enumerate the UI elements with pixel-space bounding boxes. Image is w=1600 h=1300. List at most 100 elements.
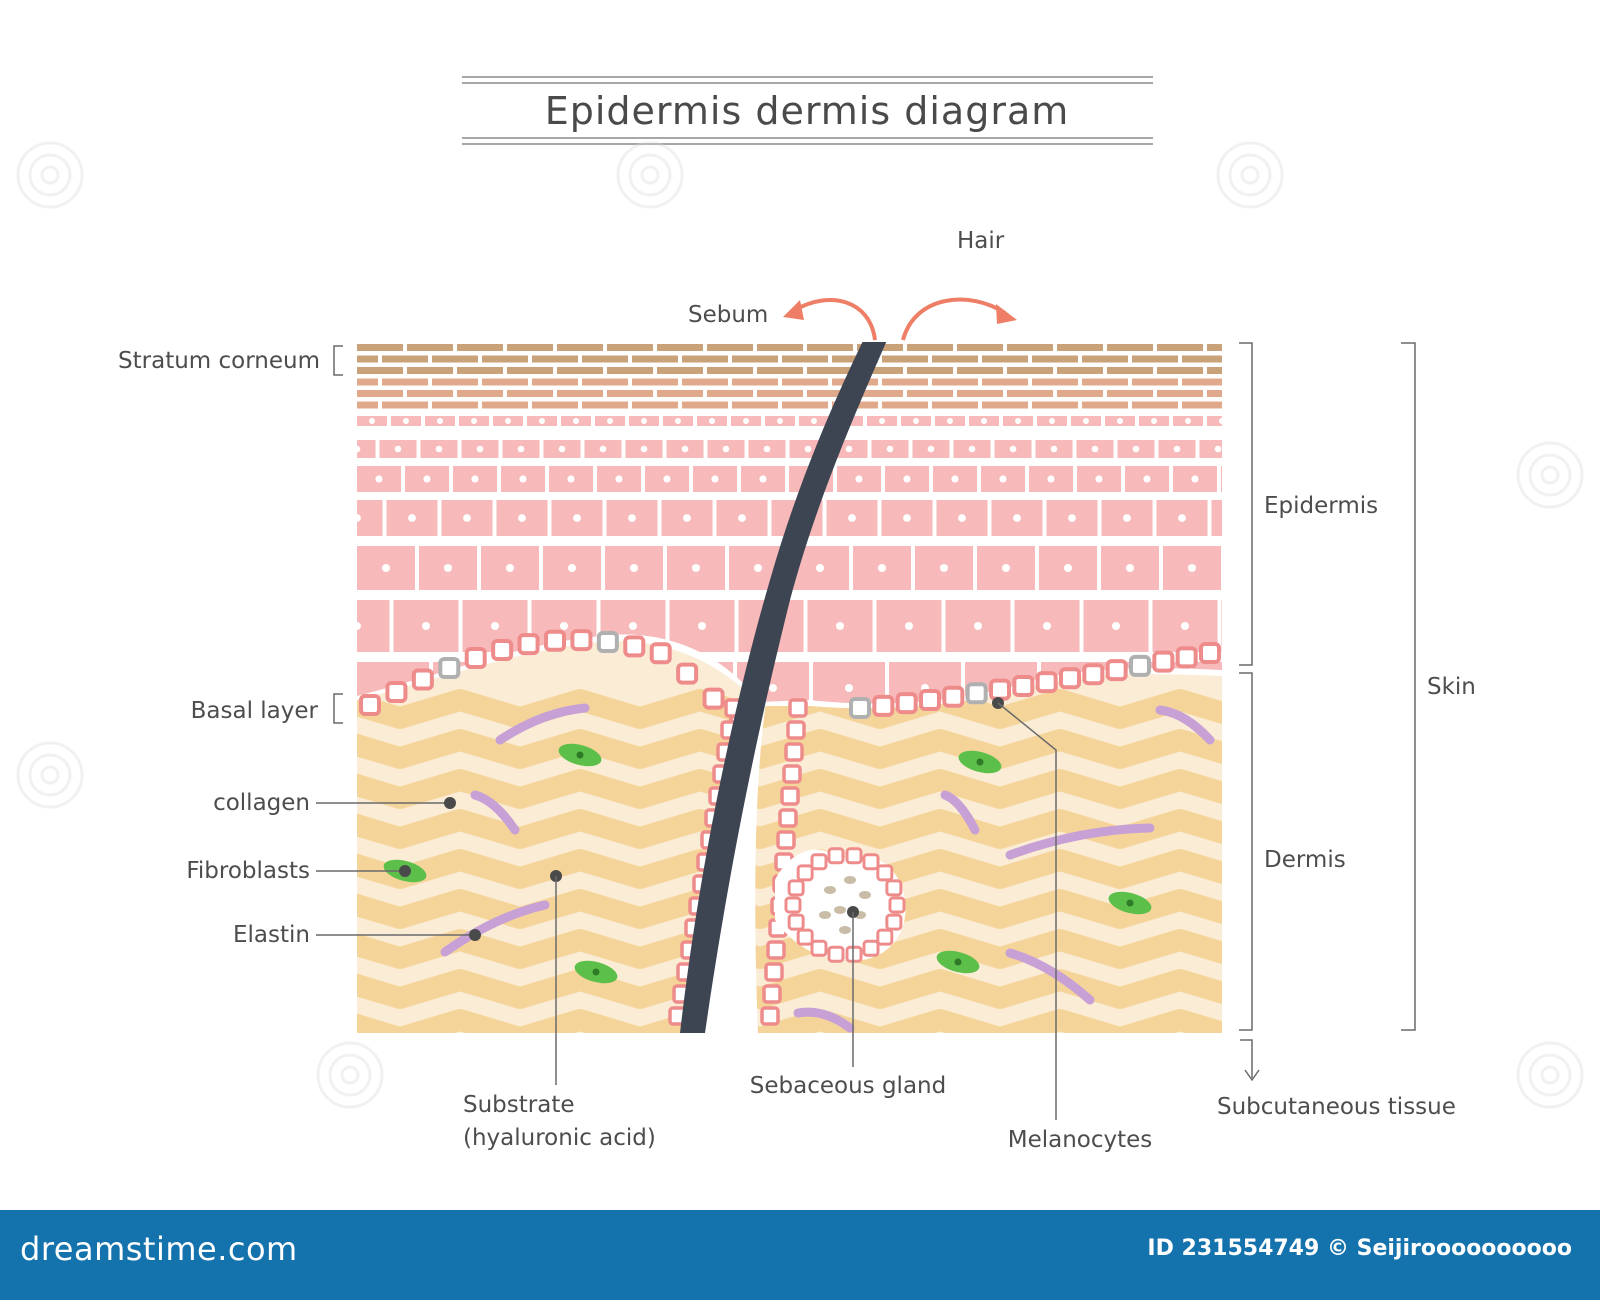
right-labels: Epidermis Dermis Skin Subcutaneous tissu…: [1217, 342, 1476, 1120]
basal-cell: [464, 647, 487, 670]
cell-nucleus: [1185, 418, 1191, 424]
basal-cell: [649, 642, 672, 665]
cell-nucleus: [607, 418, 613, 424]
cell-nucleus: [692, 564, 700, 572]
corneum-cell: [657, 390, 703, 397]
cell-nucleus: [763, 445, 771, 453]
gland-cell: [827, 945, 845, 963]
cell-nucleus: [845, 684, 853, 692]
corneum-cell: [807, 367, 853, 374]
label-fibroblasts: Fibroblasts: [186, 858, 310, 884]
corneum-cell: [757, 390, 803, 397]
melanocyte-cell: [849, 697, 871, 719]
corneum-cell: [632, 378, 678, 386]
corneum-cell: [657, 344, 703, 351]
elastin-fiber: [1005, 823, 1155, 860]
follicle-cell: [788, 698, 808, 718]
collagen-fiber: [357, 769, 1222, 809]
sebum-droplet: [819, 911, 831, 919]
corneum-cell: [957, 390, 1003, 397]
cell-nucleus: [1239, 475, 1246, 482]
epidermis-cell: [1207, 416, 1222, 426]
basal-cell: [702, 687, 725, 710]
corneum-cell: [982, 355, 1028, 363]
cell-nucleus: [681, 445, 689, 453]
corneum-cell: [407, 367, 453, 374]
cell-nucleus: [382, 564, 390, 572]
cell-nucleus: [816, 564, 824, 572]
corneum-cell: [1157, 367, 1203, 374]
corneum-cell: [782, 378, 828, 386]
gland-cell: [888, 896, 906, 914]
corneum-cell: [382, 401, 428, 409]
cell-nucleus: [369, 418, 375, 424]
cell-nucleus: [1225, 684, 1233, 692]
corneum-cell: [357, 355, 378, 363]
cell-nucleus: [1143, 475, 1151, 483]
corneum-cell: [357, 390, 403, 397]
basal-cell: [895, 692, 918, 715]
label-hair: Hair: [957, 228, 1005, 254]
label-epidermis: Epidermis: [1264, 493, 1378, 519]
cell-nucleus: [777, 418, 783, 424]
label-collagen: collagen: [213, 790, 310, 816]
cell-nucleus: [1050, 445, 1058, 453]
follicle-cell: [766, 940, 786, 960]
basal-cell: [1105, 659, 1128, 682]
corneum-cell: [432, 355, 478, 363]
cell-nucleus: [836, 622, 844, 630]
watermark-spiral-icon: [16, 741, 84, 809]
corneum-cell: [582, 401, 628, 409]
cell-nucleus: [878, 564, 886, 572]
corneum-cell: [607, 367, 653, 374]
cell-nucleus: [519, 475, 527, 483]
follicle-cell: [778, 808, 798, 828]
cell-nucleus: [615, 475, 623, 483]
gland-cell: [810, 939, 828, 957]
basal-cell: [1175, 646, 1198, 669]
corneum-cell: [1132, 401, 1178, 409]
cell-nucleus: [940, 564, 948, 572]
label-elastin: Elastin: [233, 922, 310, 948]
gland-cell: [876, 928, 894, 946]
label-stratum-corneum: Stratum corneum: [118, 348, 320, 374]
label-substrate-detail: (hyaluronic acid): [463, 1125, 656, 1151]
corneum-cell: [532, 355, 578, 363]
cell-nucleus: [568, 564, 576, 572]
cell-nucleus: [709, 418, 715, 424]
corneum-cell: [357, 378, 378, 386]
cell-nucleus: [506, 564, 514, 572]
label-skin: Skin: [1427, 674, 1476, 700]
cell-nucleus: [629, 622, 637, 630]
gland-cell: [862, 939, 880, 957]
cell-nucleus: [683, 514, 691, 522]
corneum-cell: [357, 401, 378, 409]
corneum-cell: [982, 401, 1028, 409]
follicle-cell: [760, 1006, 780, 1026]
corneum-cell: [757, 344, 803, 351]
sebum-arrow-icon: [901, 297, 1007, 341]
corneum-cell: [557, 344, 603, 351]
follicle-cell: [786, 720, 806, 740]
cell-nucleus: [471, 475, 479, 483]
elastin-fiber: [1155, 705, 1215, 745]
cell-nucleus: [1112, 622, 1120, 630]
cell-nucleus: [437, 418, 443, 424]
cell-nucleus: [1214, 445, 1222, 453]
follicle-cell: [776, 830, 796, 850]
cell-nucleus: [394, 445, 402, 453]
cell-nucleus: [743, 418, 749, 424]
basal-cell: [491, 638, 514, 661]
melanocyte-cell: [965, 682, 988, 705]
corneum-cell: [1007, 344, 1053, 351]
cell-nucleus: [517, 445, 525, 453]
cell-nucleus: [599, 445, 607, 453]
gland-cell: [827, 847, 845, 865]
cell-nucleus: [855, 475, 863, 483]
cell-nucleus: [927, 445, 935, 453]
stratum-corneum-layer: [357, 342, 1222, 414]
corneum-cell: [807, 390, 853, 397]
cell-nucleus: [505, 418, 511, 424]
corneum-cell: [707, 344, 753, 351]
cell-nucleus: [1151, 418, 1157, 424]
